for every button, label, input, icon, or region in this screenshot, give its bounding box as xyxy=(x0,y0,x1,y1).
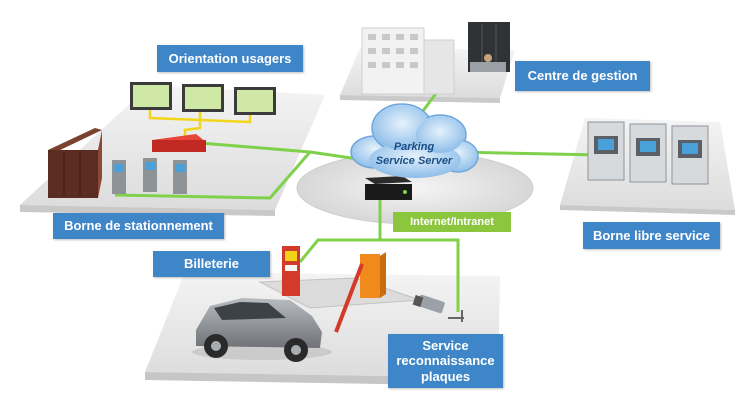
operator-desk xyxy=(470,54,506,72)
link-left-bornes xyxy=(114,151,312,200)
guidance-display xyxy=(130,82,172,110)
network-links xyxy=(114,87,601,312)
parking-kiosk xyxy=(112,160,126,194)
service-label-line3: plaques xyxy=(420,368,471,384)
parking-barrier xyxy=(334,252,386,333)
red-controller xyxy=(152,134,206,152)
label-borne-de-stationnement: Borne de stationnement xyxy=(53,213,224,239)
network-tag: Internet/Intranet xyxy=(393,212,511,232)
guidance-display xyxy=(182,84,224,112)
label-billeterie: Billeterie xyxy=(153,251,270,277)
link-right xyxy=(454,150,601,157)
office-building xyxy=(361,27,455,95)
service-label-line2: reconnaissance xyxy=(396,353,495,369)
service-label-line1: Service xyxy=(422,337,469,353)
parking-kiosk xyxy=(173,160,187,194)
parking-kiosk xyxy=(143,158,157,192)
display-links xyxy=(148,108,252,140)
link-down-network xyxy=(298,200,382,263)
label-borne-libre-service: Borne libre service xyxy=(583,222,720,249)
link-camera xyxy=(380,238,460,312)
guidance-display xyxy=(234,87,276,115)
self-service-kiosk xyxy=(629,123,667,183)
parking-server-box xyxy=(365,176,412,200)
label-centre-de-gestion: Centre de gestion xyxy=(515,61,650,91)
ticket-machine xyxy=(282,246,300,296)
self-service-kiosk xyxy=(587,121,625,181)
car-icon xyxy=(192,298,332,362)
camera-icon xyxy=(412,294,464,322)
cloud-icon xyxy=(350,103,479,178)
self-service-kiosk xyxy=(671,125,709,185)
label-orientation-usagers: Orientation usagers xyxy=(157,45,303,72)
server-cabinets xyxy=(48,128,102,198)
label-service-reconnaissance-plaques: Service reconnaissance plaques xyxy=(388,334,503,388)
cloud-label-line1: Parking xyxy=(394,141,435,153)
cloud-label-line2: Service Server xyxy=(376,155,453,167)
